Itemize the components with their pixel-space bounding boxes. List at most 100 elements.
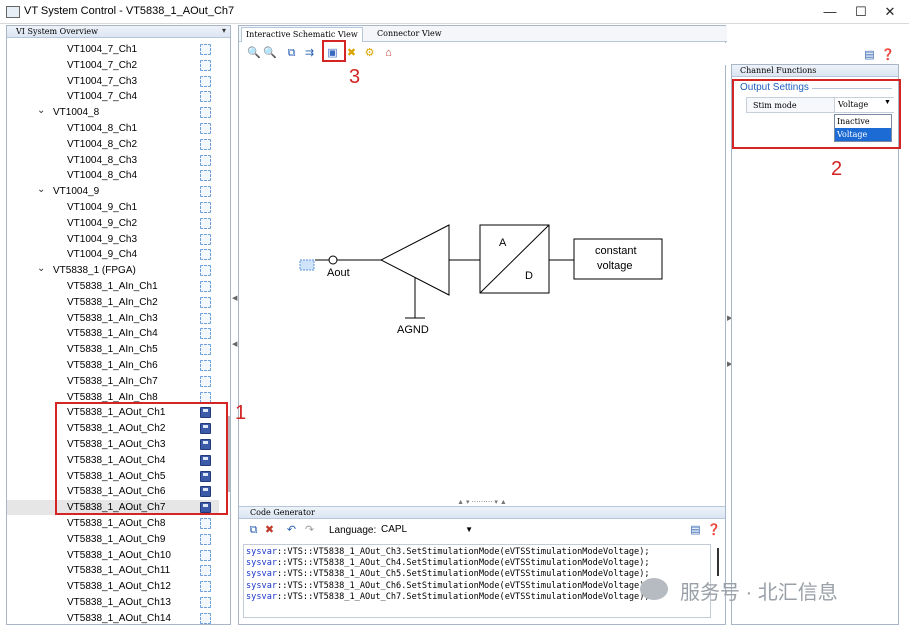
copy-code-icon[interactable]: ⧉ bbox=[249, 524, 258, 536]
zoom-out-icon[interactable]: 🔍 bbox=[247, 47, 261, 59]
undo-icon[interactable]: ↶ bbox=[286, 524, 297, 536]
channel-icon bbox=[200, 281, 211, 292]
tree-item[interactable]: VT1004_9_Ch3 bbox=[7, 232, 219, 247]
tree-item[interactable]: VT5838_1_AOut_Ch9 bbox=[7, 532, 219, 547]
annotation-number-2: 2 bbox=[831, 158, 843, 180]
constant-voltage-block[interactable] bbox=[573, 238, 663, 280]
annotation-box-2 bbox=[732, 79, 901, 149]
right-toolbar: ▤ ❓ bbox=[731, 45, 899, 63]
channel-icon bbox=[200, 123, 211, 134]
expand-chevron-icon[interactable]: ⌄ bbox=[37, 105, 46, 117]
tree-item[interactable]: VT5838_1_AOut_Ch12 bbox=[7, 579, 219, 594]
help-icon[interactable]: ❓ bbox=[881, 49, 895, 61]
save-code-icon[interactable]: ▤ bbox=[690, 524, 701, 536]
stim-mode-select[interactable]: Voltage ▼ bbox=[834, 98, 894, 112]
minimize-button[interactable]: — bbox=[823, 4, 837, 19]
tree-item[interactable]: VT5838_1_AOut_Ch2 bbox=[7, 421, 219, 436]
stim-mode-value: Voltage bbox=[838, 100, 869, 109]
pin-icon[interactable]: ▾ bbox=[221, 26, 226, 35]
tree-item[interactable]: VT5838_1_AOut_Ch11 bbox=[7, 563, 219, 578]
tree-item[interactable]: VT5838_1_AOut_Ch7 bbox=[7, 500, 219, 516]
tree-item[interactable]: VT5838_1_AIn_Ch2 bbox=[7, 295, 219, 310]
tree-item-label: VT1004_9_Ch4 bbox=[67, 249, 138, 261]
tree-item[interactable]: VT5838_1_AOut_Ch13 bbox=[7, 595, 219, 610]
code-text: ::VTS::VT5838_1_AOut_Ch5.SetStimulationM… bbox=[277, 569, 650, 580]
tree-item[interactable]: VT5838_1_AOut_Ch5 bbox=[7, 469, 219, 484]
redo-icon[interactable]: ↷ bbox=[304, 524, 315, 536]
apply-settings-icon[interactable]: ▣ bbox=[327, 47, 338, 59]
tree-item[interactable]: VT1004_8_Ch1 bbox=[7, 121, 219, 136]
tree-item[interactable]: VT1004_8_Ch4 bbox=[7, 168, 219, 183]
channel-icon bbox=[200, 138, 211, 150]
channel-icon bbox=[200, 549, 211, 561]
tree-item[interactable]: VT5838_1_AOut_Ch8 bbox=[7, 516, 219, 531]
scrollbar-thumb[interactable] bbox=[227, 416, 230, 492]
splitter-left-arrow-icon[interactable]: ◀ bbox=[232, 295, 238, 302]
horizontal-splitter[interactable]: ▲ ▾ ⋯⋯⋯ ▾ ▲ bbox=[457, 499, 507, 506]
channel-functions-header: Channel Functions bbox=[732, 65, 898, 77]
option-inactive[interactable]: Inactive bbox=[837, 117, 870, 126]
clear-code-icon[interactable]: ✖ bbox=[264, 524, 275, 536]
delete-settings-icon[interactable]: ✖ bbox=[346, 47, 357, 59]
option-voltage[interactable]: Voltage bbox=[835, 128, 891, 141]
tree-item[interactable]: VT1004_9_Ch1 bbox=[7, 200, 219, 215]
code-keyword: sysvar bbox=[246, 558, 278, 569]
tree-item[interactable]: VT5838_1_AIn_Ch4 bbox=[7, 326, 219, 341]
tree-item[interactable]: VT1004_7_Ch3 bbox=[7, 74, 219, 89]
language-label: Language: bbox=[329, 525, 377, 536]
tree-item-label: VT5838_1_AIn_Ch1 bbox=[67, 281, 158, 292]
zoom-in-icon[interactable]: 🔍 bbox=[263, 47, 277, 59]
channel-icon bbox=[200, 597, 211, 608]
tree-item[interactable]: VT5838_1_AIn_Ch7 bbox=[7, 374, 219, 389]
copy-icon[interactable]: ⧉ bbox=[287, 47, 296, 59]
expand-chevron-icon[interactable]: ⌄ bbox=[37, 263, 46, 275]
configured-channel-icon bbox=[200, 439, 211, 450]
tree-item[interactable]: VT5838_1_AOut_Ch1 bbox=[7, 405, 219, 420]
tab-connector-view[interactable]: Connector View bbox=[377, 29, 442, 38]
tree-item[interactable]: VT5838_1_AOut_Ch3 bbox=[7, 437, 219, 452]
splitter-left-arrow-icon[interactable]: ◀ bbox=[232, 341, 238, 348]
tree-item[interactable]: VT5838_1_AOut_Ch4 bbox=[7, 453, 219, 468]
tree-item[interactable]: VT1004_8_Ch3 bbox=[7, 153, 219, 168]
tree-item[interactable]: VT5838_1_AIn_Ch3 bbox=[7, 311, 219, 326]
splitter-right-arrow-icon[interactable]: ▶ bbox=[727, 361, 733, 368]
tree-item[interactable]: VT1004_9_Ch4 bbox=[7, 247, 219, 262]
help-icon[interactable]: ❓ bbox=[707, 524, 721, 536]
input-label: Aout bbox=[327, 267, 350, 279]
tree-item[interactable]: VT1004_7_Ch4 bbox=[7, 89, 219, 104]
export-icon[interactable]: ⇉ bbox=[304, 47, 315, 59]
tree-item[interactable]: VT5838_1_AIn_Ch1 bbox=[7, 279, 219, 294]
code-scrollbar-thumb[interactable] bbox=[717, 548, 719, 576]
tree-item[interactable]: VT5838_1_AOut_Ch14 bbox=[7, 611, 219, 624]
tree-item[interactable]: VT1004_8_Ch2 bbox=[7, 137, 219, 152]
channel-icon bbox=[200, 360, 211, 371]
tree-item[interactable]: VT1004_7_Ch2 bbox=[7, 58, 219, 73]
tab-interactive-schematic[interactable]: Interactive Schematic View bbox=[241, 27, 363, 42]
tree-item-label: VT1004_9_Ch2 bbox=[67, 217, 138, 229]
folder-icon[interactable]: ▤ bbox=[864, 49, 875, 61]
tree-item-label: VT5838_1_AOut_Ch5 bbox=[67, 470, 166, 482]
tree-item[interactable]: VT5838_1_AIn_Ch5 bbox=[7, 342, 219, 357]
expand-chevron-icon[interactable]: ⌄ bbox=[37, 184, 46, 196]
tree-item[interactable]: VT1004_9_Ch2 bbox=[7, 216, 219, 231]
configured-channel-icon bbox=[200, 502, 211, 514]
tree-item[interactable]: ⌄VT1004_9 bbox=[7, 184, 219, 199]
maximize-button[interactable]: ☐ bbox=[855, 4, 867, 19]
tree-item-label: VT1004_8_Ch2 bbox=[67, 138, 138, 150]
code-scrollbar[interactable] bbox=[713, 544, 723, 618]
load-settings-icon[interactable]: ⚙ bbox=[364, 47, 375, 59]
input-connector-icon[interactable] bbox=[299, 259, 315, 271]
tree-item[interactable]: ⌄VT5838_1 (FPGA) bbox=[7, 263, 219, 278]
tree-item[interactable]: VT1004_7_Ch1 bbox=[7, 42, 219, 57]
close-button[interactable]: ✕ bbox=[884, 4, 896, 19]
language-select[interactable]: CAPL ▼ bbox=[379, 523, 475, 537]
overview-scrollbar[interactable] bbox=[226, 42, 230, 624]
tree-item[interactable]: ⌄VT1004_8 bbox=[7, 105, 219, 120]
code-editor[interactable]: sysvar::VTS::VT5838_1_AOut_Ch3.SetStimul… bbox=[243, 544, 711, 618]
reset-settings-icon[interactable]: ⌂ bbox=[385, 47, 392, 59]
tree-item[interactable]: VT5838_1_AOut_Ch10 bbox=[7, 548, 219, 563]
channel-icon bbox=[200, 518, 211, 529]
splitter-right-arrow-icon[interactable]: ▶ bbox=[727, 315, 733, 322]
tree-item[interactable]: VT5838_1_AOut_Ch6 bbox=[7, 484, 219, 499]
tree-item[interactable]: VT5838_1_AIn_Ch6 bbox=[7, 358, 219, 373]
